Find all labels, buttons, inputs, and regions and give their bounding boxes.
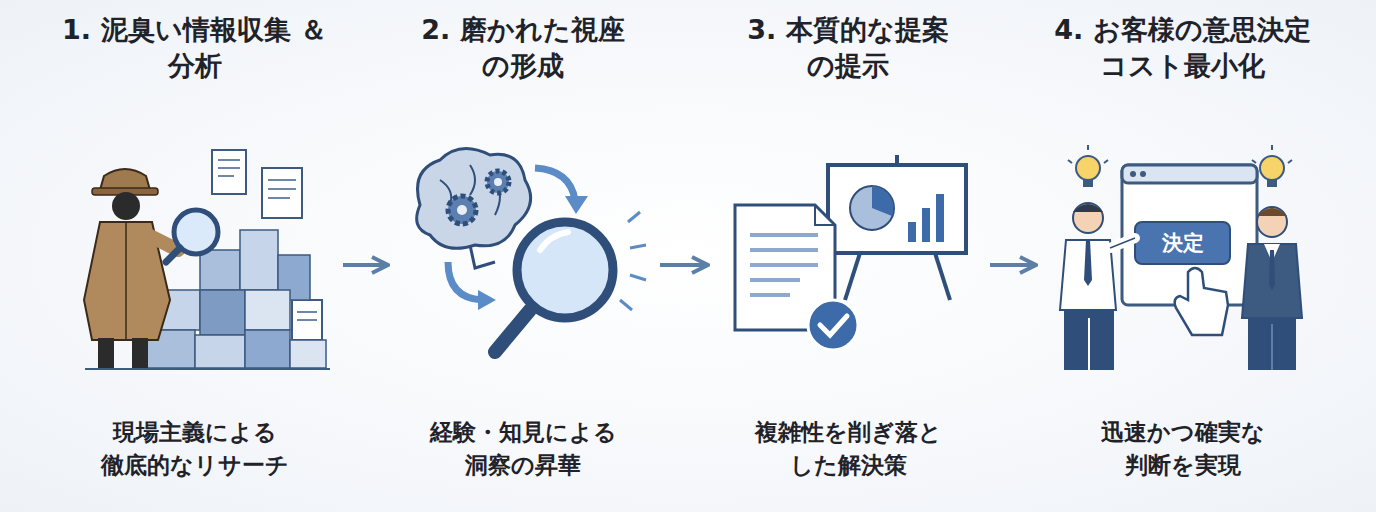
flow-arrow: [343, 263, 386, 267]
insight-illustration: [417, 149, 646, 352]
step-block: 3. 本質的な提案 の提示複雑性を削ぎ落と した解決策: [712, 0, 984, 512]
step-block: 4. お客様の意思決定 コスト最小化迅速かつ確実な 判断を実現: [1040, 0, 1325, 512]
step-title: 3. 本質的な提案 の提示: [712, 12, 984, 83]
flow-arrow: [990, 263, 1034, 267]
step-caption: 迅速かつ確実な 判断を実現: [1040, 416, 1325, 483]
decision-illustration: [1060, 145, 1302, 370]
flow-arrow: [660, 263, 706, 267]
detective-illustration: [84, 150, 330, 369]
step-block: 2. 磨かれた視座 の形成経験・知見による 洞察の昇華: [392, 0, 654, 512]
button-label: 決定: [1135, 222, 1230, 264]
step-title: 4. お客様の意思決定 コスト最小化: [1040, 12, 1325, 83]
step-title: 2. 磨かれた視座 の形成: [392, 12, 654, 83]
step-caption: 複雑性を削ぎ落と した解決策: [712, 416, 984, 483]
step-caption: 経験・知見による 洞察の昇華: [392, 416, 654, 483]
step-title: 1. 泥臭い情報収集 ＆分析: [52, 12, 337, 83]
step-caption: 現場主義による 徹底的なリサーチ: [52, 416, 337, 483]
step-block: 1. 泥臭い情報収集 ＆分析現場主義による 徹底的なリサーチ: [52, 0, 337, 512]
proposal-illustration: [735, 155, 966, 350]
